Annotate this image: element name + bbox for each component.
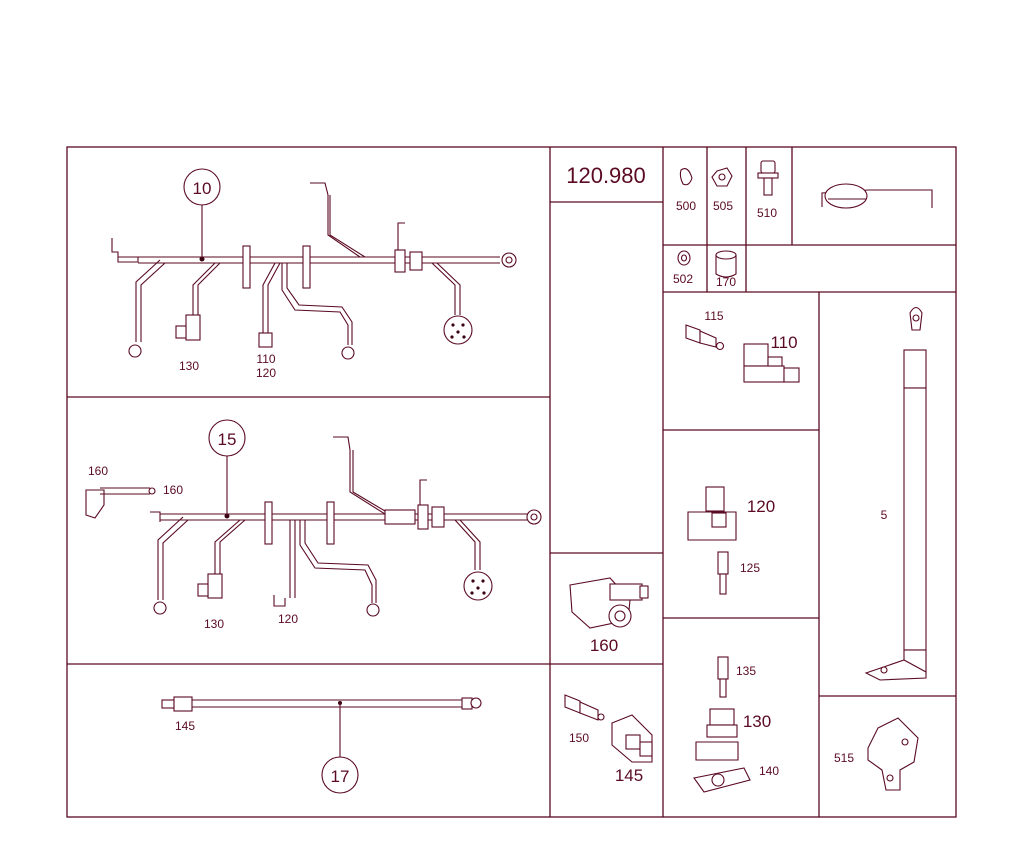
part-500-clip: 500 bbox=[676, 168, 696, 213]
label-115: 115 bbox=[704, 309, 723, 323]
a15-label-130: 130 bbox=[204, 617, 224, 631]
assembly-15-ref: 15 bbox=[218, 430, 237, 449]
part-510-bolt: 510 bbox=[757, 160, 779, 220]
a10-label-110: 110 bbox=[256, 352, 275, 366]
label-510: 510 bbox=[757, 206, 777, 220]
part-505-nut: 505 bbox=[711, 167, 733, 213]
a15-label-160-top: 160 bbox=[88, 464, 108, 478]
part-5-tube: 5 bbox=[864, 306, 927, 681]
part-170-grommet: 170 bbox=[715, 250, 737, 289]
a10-label-130: 130 bbox=[179, 359, 199, 373]
a15-label-160-right: 160 bbox=[163, 483, 183, 497]
label-135: 135 bbox=[736, 664, 756, 678]
label-120: 120 bbox=[747, 497, 775, 516]
label-515: 515 bbox=[834, 751, 854, 765]
a10-label-120: 120 bbox=[256, 366, 276, 380]
part-110-connector: 110 bbox=[743, 333, 800, 383]
label-110: 110 bbox=[770, 333, 797, 352]
label-502: 502 bbox=[673, 272, 693, 286]
part-515-bracket: 515 bbox=[834, 717, 919, 791]
label-125: 125 bbox=[740, 561, 760, 575]
part-120-housing: 120 bbox=[687, 486, 775, 541]
grid-frame bbox=[66, 146, 957, 818]
catalog-number: 120.980 bbox=[566, 163, 646, 188]
part-502-washer: 502 bbox=[673, 250, 693, 286]
label-150: 150 bbox=[569, 731, 589, 745]
assembly-10-harness: 10 130 110 12 bbox=[111, 168, 517, 380]
assembly-17-ref: 17 bbox=[331, 767, 350, 786]
part-140-holder: 140 bbox=[693, 764, 779, 793]
label-140: 140 bbox=[759, 764, 779, 778]
label-160: 160 bbox=[590, 636, 618, 655]
part-135-pin: 135 bbox=[717, 656, 756, 698]
assembly-10-ref: 10 bbox=[193, 179, 212, 198]
label-145: 145 bbox=[615, 766, 643, 785]
label-500: 500 bbox=[676, 199, 696, 213]
assembly-15-harness: 15 bbox=[85, 419, 542, 631]
part-160-solenoid: 160 bbox=[569, 577, 649, 655]
part-ring-strap bbox=[821, 183, 933, 209]
label-170: 170 bbox=[716, 275, 736, 289]
a15-label-120: 120 bbox=[278, 612, 298, 626]
label-5: 5 bbox=[881, 508, 888, 522]
part-125-pin: 125 bbox=[717, 551, 760, 595]
part-150-pin: 150 bbox=[564, 694, 605, 745]
assembly-17-cable: 17 145 bbox=[161, 696, 482, 794]
part-145-connector: 145 bbox=[611, 714, 653, 785]
label-505: 505 bbox=[713, 199, 733, 213]
part-115-pin: 115 bbox=[685, 309, 725, 351]
part-130-socket: 130 bbox=[695, 708, 771, 761]
a17-label-145: 145 bbox=[175, 719, 195, 733]
label-130: 130 bbox=[743, 712, 771, 731]
